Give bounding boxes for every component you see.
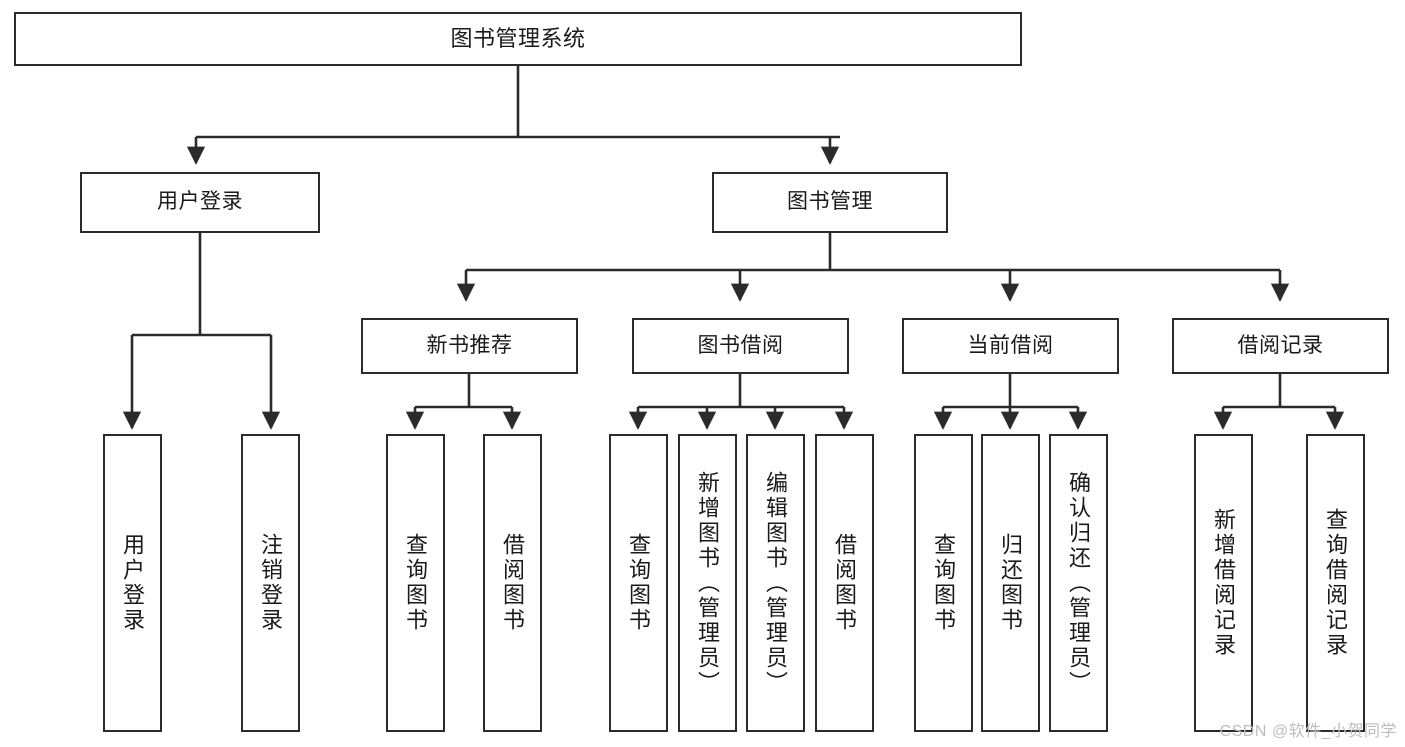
node-label: 用户登录: [157, 190, 243, 214]
node-label: 编辑图书（管理员）: [763, 470, 789, 696]
node-label: 借阅记录: [1237, 333, 1324, 357]
node-label: 图书管理: [787, 190, 873, 214]
node-label: 新书推荐: [426, 333, 513, 357]
leaf-user-logout[interactable]: 注销登录: [241, 434, 300, 732]
leaf-records-add-record[interactable]: 新增借阅记录: [1194, 434, 1253, 732]
node-label: 查询图书: [626, 533, 652, 633]
node-label: 查询借阅记录: [1323, 508, 1349, 658]
node-label: 当前借阅: [967, 333, 1054, 357]
leaf-borrow-borrow-book[interactable]: 借阅图书: [815, 434, 874, 732]
node-label: 图书管理系统: [450, 26, 586, 52]
node-label: 借阅图书: [832, 533, 858, 633]
node-label: 归还图书: [998, 533, 1024, 633]
leaf-user-login[interactable]: 用户登录: [103, 434, 162, 732]
leaf-borrow-edit-book-admin[interactable]: 编辑图书（管理员）: [746, 434, 805, 732]
node-label: 新增借阅记录: [1211, 508, 1237, 658]
node-label: 确认归还（管理员）: [1066, 470, 1092, 696]
node-label: 用户登录: [120, 533, 146, 633]
leaf-records-query-record[interactable]: 查询借阅记录: [1306, 434, 1365, 732]
leaf-borrow-query-book[interactable]: 查询图书: [609, 434, 668, 732]
node-new-book-recommend[interactable]: 新书推荐: [361, 318, 578, 374]
csdn-watermark: CSDN @软件_小贺同学: [1219, 723, 1397, 740]
node-label: 注销登录: [258, 533, 284, 633]
node-label: 查询图书: [403, 533, 429, 633]
leaf-newbook-borrow-book[interactable]: 借阅图书: [483, 434, 542, 732]
node-label: 查询图书: [931, 533, 957, 633]
leaf-borrow-add-book-admin[interactable]: 新增图书（管理员）: [678, 434, 737, 732]
node-root-system[interactable]: 图书管理系统: [14, 12, 1022, 66]
node-book-borrow[interactable]: 图书借阅: [632, 318, 849, 374]
leaf-current-return-book[interactable]: 归还图书: [981, 434, 1040, 732]
node-label: 借阅图书: [500, 533, 526, 633]
leaf-current-query-book[interactable]: 查询图书: [914, 434, 973, 732]
node-label: 新增图书（管理员）: [695, 470, 721, 696]
node-book-management[interactable]: 图书管理: [712, 172, 948, 233]
node-user-login[interactable]: 用户登录: [80, 172, 320, 233]
node-label: 图书借阅: [697, 333, 784, 357]
leaf-newbook-query-book[interactable]: 查询图书: [386, 434, 445, 732]
node-borrow-records[interactable]: 借阅记录: [1172, 318, 1389, 374]
leaf-current-confirm-return-admin[interactable]: 确认归还（管理员）: [1049, 434, 1108, 732]
node-current-borrow[interactable]: 当前借阅: [902, 318, 1119, 374]
